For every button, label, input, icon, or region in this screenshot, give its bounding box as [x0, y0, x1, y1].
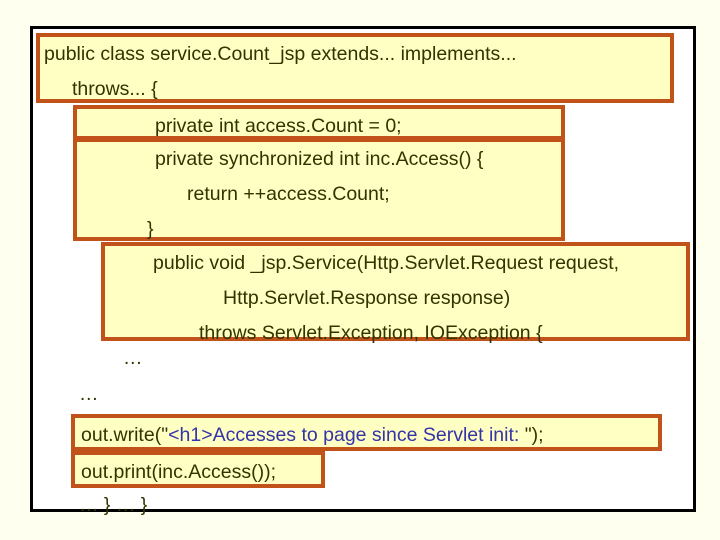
out-write-prefix: out.write(" [81, 424, 169, 446]
code-line-ellipsis-outer: … [79, 383, 99, 405]
code-line-class-decl-2: throws... { [72, 78, 158, 100]
out-write-suffix: "); [524, 424, 544, 446]
code-line-closing-braces: … } … } [79, 494, 148, 516]
code-box-jsp-service-signature: public void _jsp.Service(Http.Servlet.Re… [101, 242, 690, 344]
code-box-inc-access-method: private synchronized int inc.Access() { … [73, 138, 565, 241]
code-figure-frame: public class service.Count_jsp extends..… [30, 26, 696, 516]
code-box-out-write: out.write("<h1>Accesses to page since Se… [71, 414, 662, 451]
code-line-service-sig-1: public void _jsp.Service(Http.Servlet.Re… [153, 252, 620, 274]
code-box-out-print: out.print(inc.Access()); [71, 451, 325, 488]
code-line-ellipsis-indented: … [123, 347, 143, 369]
code-line-class-decl-1: public class service.Count_jsp extends..… [44, 43, 517, 65]
out-write-string-literal: <h1>Accesses to page since Servlet init: [168, 424, 525, 446]
code-line-field-decl-1: private int access.Count = 0; [155, 115, 402, 137]
code-line-service-sig-3: throws Servlet.Exception, IOException { [199, 322, 543, 344]
code-line-out-write: out.write("<h1>Accesses to page since Se… [75, 418, 658, 453]
code-line-out-print: out.print(inc.Access()); [81, 461, 277, 483]
code-box-access-count-field: private int access.Count = 0; [73, 105, 565, 140]
code-line-service-sig-2: Http.Servlet.Response response) [223, 287, 511, 309]
code-line-sync-method-2: return ++access.Count; [187, 183, 390, 205]
code-box-class-declaration: public class service.Count_jsp extends..… [36, 33, 674, 103]
code-line-sync-method-1: private synchronized int inc.Access() { [155, 148, 484, 170]
code-line-sync-method-3: } [147, 218, 154, 240]
